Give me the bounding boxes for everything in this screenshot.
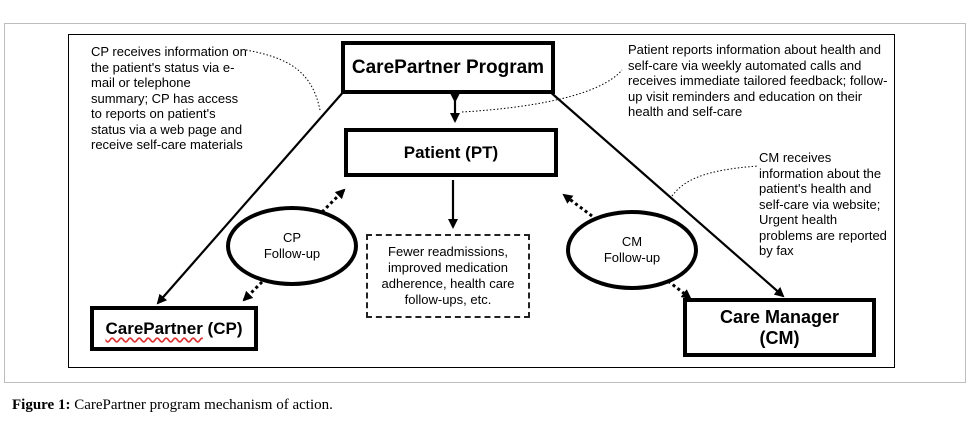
node-carepartner-abbr: (CP) — [202, 318, 243, 338]
node-cm-followup: CM Follow-up — [566, 210, 698, 290]
diagram-border — [68, 34, 895, 368]
callout-patient-note — [461, 69, 623, 113]
arrow-program-to-care-manager — [547, 89, 785, 298]
callout-cp-note — [245, 49, 321, 111]
node-carepartner-program-label: CarePartner Program — [351, 56, 545, 78]
figure-caption: Figure 1: CarePartner program mechanism … — [12, 397, 333, 414]
node-carepartner-word: CarePartner — [105, 318, 203, 338]
cp-followup-line1: CP — [282, 230, 302, 245]
figure-caption-text: CarePartner program mechanism of action. — [70, 397, 333, 413]
cm-followup-line1: CM — [621, 234, 643, 249]
node-patient-label: Patient (PT) — [403, 142, 499, 162]
cm-followup-line2: Follow-up — [603, 250, 661, 265]
node-carepartner-label: CarePartner (CP) — [106, 319, 243, 339]
node-patient: Patient (PT) — [344, 128, 558, 177]
arrow-cm-followup-to-patient — [562, 193, 593, 218]
figure-caption-label: Figure 1: — [12, 397, 71, 413]
arrow-cm-followup-to-care-manager — [667, 279, 692, 300]
node-care-manager-line2: (CM) — [759, 327, 800, 348]
note-carepartner-info: CP receives information on the patient's… — [91, 44, 247, 152]
node-outcomes: Fewer readmissions, improved medication … — [366, 234, 530, 318]
note-patient-info: Patient reports information about health… — [628, 42, 888, 119]
callout-cm-note — [671, 165, 759, 197]
cp-followup-line2: Follow-up — [263, 246, 321, 261]
outcome-text: Fewer readmissions, improved medication … — [381, 244, 515, 307]
arrow-cp-followup-to-patient — [320, 188, 346, 214]
node-carepartner: CarePartner (CP) — [90, 306, 258, 351]
node-care-manager-line1: Care Manager — [719, 306, 840, 327]
arrow-cp-followup-to-carepartner — [242, 280, 264, 302]
figure-frame — [4, 23, 966, 383]
node-carepartner-program: CarePartner Program — [341, 41, 555, 94]
note-care-manager-info: CM receives information about the patien… — [759, 150, 887, 258]
node-care-manager-label: Care Manager (CM) — [720, 307, 839, 348]
arrow-program-to-carepartner — [156, 89, 346, 305]
node-care-manager: Care Manager (CM) — [683, 298, 876, 357]
node-cp-followup: CP Follow-up — [226, 206, 358, 286]
